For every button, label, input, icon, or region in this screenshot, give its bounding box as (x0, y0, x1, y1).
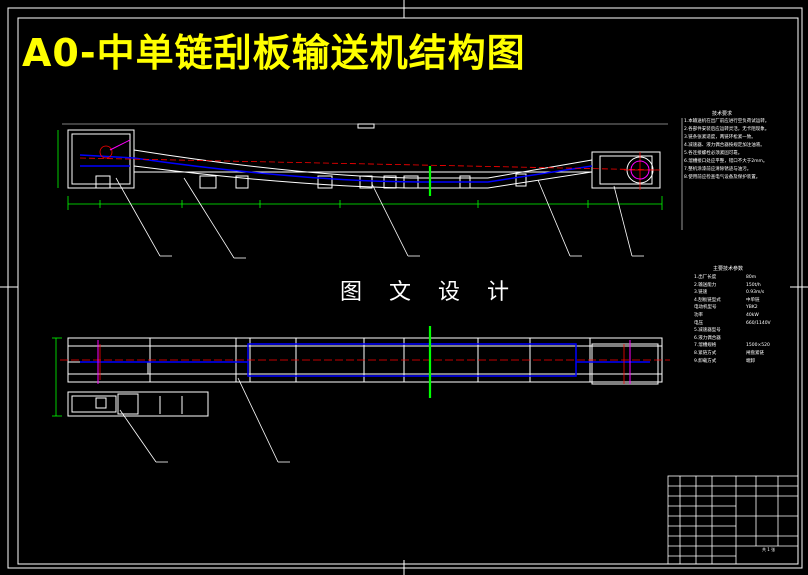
spec-row: 功率 40kW (694, 312, 804, 320)
spec-row: 6.液力偶合器 (694, 335, 804, 343)
watermark-text: 图 文 设 计 (340, 280, 519, 305)
technical-note-item: 4.减速器、液力偶合器按规定加注油液。 (684, 143, 765, 148)
drawing-title: A0-中单链刮板输送机结构图 (22, 31, 526, 75)
elevation-hidden-lines (79, 154, 593, 183)
plan-section-marks (97, 340, 631, 384)
spec-key: 3.链速 (694, 290, 708, 296)
spec-value: 0.93m/s (746, 290, 765, 296)
technical-notes-title: 技术要求 (712, 111, 733, 117)
spec-row: 8.紧链方式 闸盘紧链 (694, 350, 804, 358)
technical-note-item: 7.整机涂漆前应清除锈迹与油污。 (684, 167, 752, 172)
plan-view (67, 337, 663, 417)
elevation-center-lines (79, 145, 661, 190)
spec-key: 功率 (694, 312, 703, 318)
elevation-leaders (115, 177, 644, 259)
technical-note-item: 1.本输送机在出厂前应进行空负荷试运转。 (684, 119, 770, 124)
technical-note-item: 5.各连接螺栓必须紧固可靠。 (684, 151, 743, 156)
spec-row: 2.输送能力 150t/h (694, 282, 804, 290)
spec-value: 80m (746, 275, 757, 280)
technical-note-item: 2.各部件安装后应运转灵活，无卡阻现象。 (684, 127, 770, 132)
title-block (667, 475, 799, 565)
spec-row: 1.出厂长度 80m (694, 274, 804, 282)
spec-key: 电压 (694, 320, 703, 326)
spec-row: 3.链速 0.93m/s (694, 289, 804, 297)
spec-value: 中单链 (746, 297, 760, 303)
spec-row: 7.溜槽规格 1500×520 (694, 342, 804, 350)
spec-row: 4.刮板链型式 中单链 (694, 297, 804, 305)
technical-notes-list: 1.本输送机在出厂前应进行空负荷试运转。 2.各部件安装后应运转灵活，无卡阻现象。… (684, 118, 794, 182)
plan-center-lines (60, 344, 670, 384)
spec-key: 2.输送能力 (694, 282, 717, 288)
sheet-border (7, 7, 803, 569)
technical-note-item: 6.溜槽接口处应平整，错口不大于2mm。 (684, 159, 768, 164)
spec-key: 1.出厂长度 (694, 275, 717, 280)
spec-row: 电动机型号 YBK2 (694, 304, 804, 312)
plan-leaders (119, 377, 290, 463)
elevation-section-marks (109, 139, 650, 180)
technical-note-item: 3.链条张紧适度，两链环松紧一致。 (684, 135, 756, 140)
spec-value: 端卸 (746, 358, 755, 364)
plan-dimensions (52, 326, 432, 417)
spec-key: 5.减速器型号 (694, 328, 721, 334)
spec-value: 150t/h (746, 282, 761, 288)
elevation-view (62, 123, 668, 189)
spec-row: 9.卸载方式 端卸 (694, 358, 804, 366)
spec-value: 660/1140V (746, 320, 771, 326)
spec-key: 电动机型号 (694, 305, 717, 311)
spec-key: 7.溜槽规格 (694, 343, 717, 349)
specs-table: 1.出厂长度 80m 2.输送能力 150t/h 3.链速 0.93m/s 4.刮板链型式 中… (694, 274, 804, 365)
technical-note-item: 8.使用前应检查电气设备及保护装置。 (684, 175, 761, 180)
elevation-dimensions (57, 130, 663, 210)
spec-value: 40kW (746, 312, 759, 318)
spec-row: 电压 660/1140V (694, 320, 804, 328)
specs-title: 主要技术参数 (713, 266, 744, 272)
title-block-label: 共 1 张 (762, 547, 776, 552)
spec-value: YBK2 (746, 305, 758, 311)
spec-key: 4.刮板链型式 (694, 297, 721, 303)
spec-key: 9.卸载方式 (694, 358, 717, 364)
spec-key: 8.紧链方式 (694, 350, 717, 356)
spec-value: 闸盘紧链 (746, 350, 764, 356)
spec-row: 5.减速器型号 (694, 327, 804, 335)
spec-key: 6.液力偶合器 (694, 335, 721, 341)
spec-value: 1500×520 (746, 343, 770, 349)
